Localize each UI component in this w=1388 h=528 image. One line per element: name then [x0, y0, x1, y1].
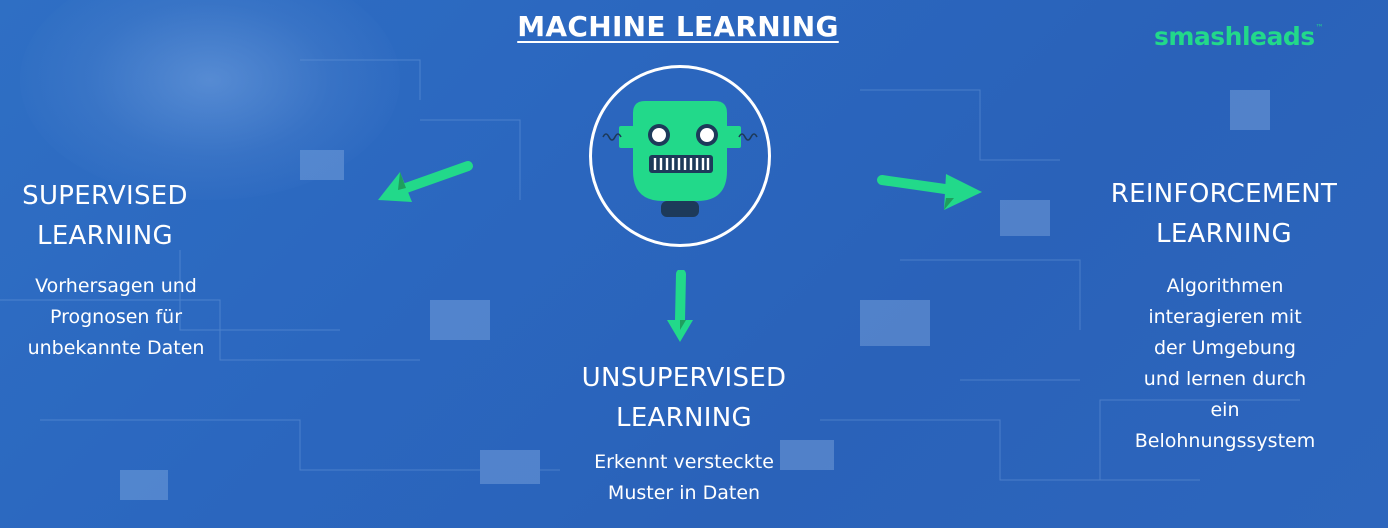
- unsupervised-learning-title: UNSUPERVISED LEARNING: [544, 358, 824, 438]
- supervised-title-line-1: SUPERVISED: [22, 181, 188, 211]
- reinforcement-desc-line-4: und lernen durch: [1143, 368, 1307, 390]
- supervised-learning-description: Vorhersagen und Prognosen für unbekannte…: [0, 271, 232, 364]
- supervised-desc-line-2: Prognosen für: [49, 306, 183, 328]
- logo-text: smashleads: [1154, 22, 1315, 51]
- reinforcement-learning-description: Algorithmen interagieren mit der Umgebun…: [1094, 271, 1356, 457]
- reinforcement-desc-line-3: der Umgebung: [1154, 337, 1296, 359]
- unsupervised-title-line-2: LEARNING: [616, 403, 752, 433]
- supervised-learning-title: SUPERVISED LEARNING: [0, 176, 210, 256]
- reinforcement-desc-line-1: Algorithmen: [1166, 275, 1284, 297]
- smashleads-logo: smashleads™: [1154, 22, 1324, 51]
- supervised-desc-line-3: unbekannte Daten: [27, 337, 205, 359]
- page-title: MACHINE LEARNING: [517, 10, 839, 43]
- trademark-symbol: ™: [1315, 22, 1324, 32]
- arrow-to-unsupervised: [667, 270, 693, 342]
- reinforcement-desc-line-6: Belohnungssystem: [1134, 430, 1316, 452]
- brain-glow-decoration: [20, 0, 400, 200]
- reinforcement-learning-title: REINFORCEMENT LEARNING: [1074, 174, 1374, 254]
- robot-icon: [602, 101, 758, 217]
- arrow-to-supervised: [378, 161, 473, 202]
- supervised-desc-line-1: Vorhersagen und: [35, 275, 197, 297]
- supervised-title-line-2: LEARNING: [37, 221, 173, 251]
- robot-circle: [589, 65, 771, 247]
- unsupervised-desc-line-1: Erkennt versteckte: [594, 451, 774, 473]
- reinforcement-title-line-2: LEARNING: [1156, 219, 1292, 249]
- reinforcement-title-line-1: REINFORCEMENT: [1110, 179, 1338, 209]
- reinforcement-desc-line-2: interagieren mit: [1148, 306, 1302, 328]
- unsupervised-desc-line-2: Muster in Daten: [607, 482, 761, 504]
- unsupervised-title-line-1: UNSUPERVISED: [581, 363, 787, 393]
- unsupervised-learning-description: Erkennt versteckte Muster in Daten: [554, 447, 814, 509]
- arrow-to-reinforcement: [877, 174, 982, 210]
- reinforcement-desc-line-5: ein: [1210, 399, 1240, 421]
